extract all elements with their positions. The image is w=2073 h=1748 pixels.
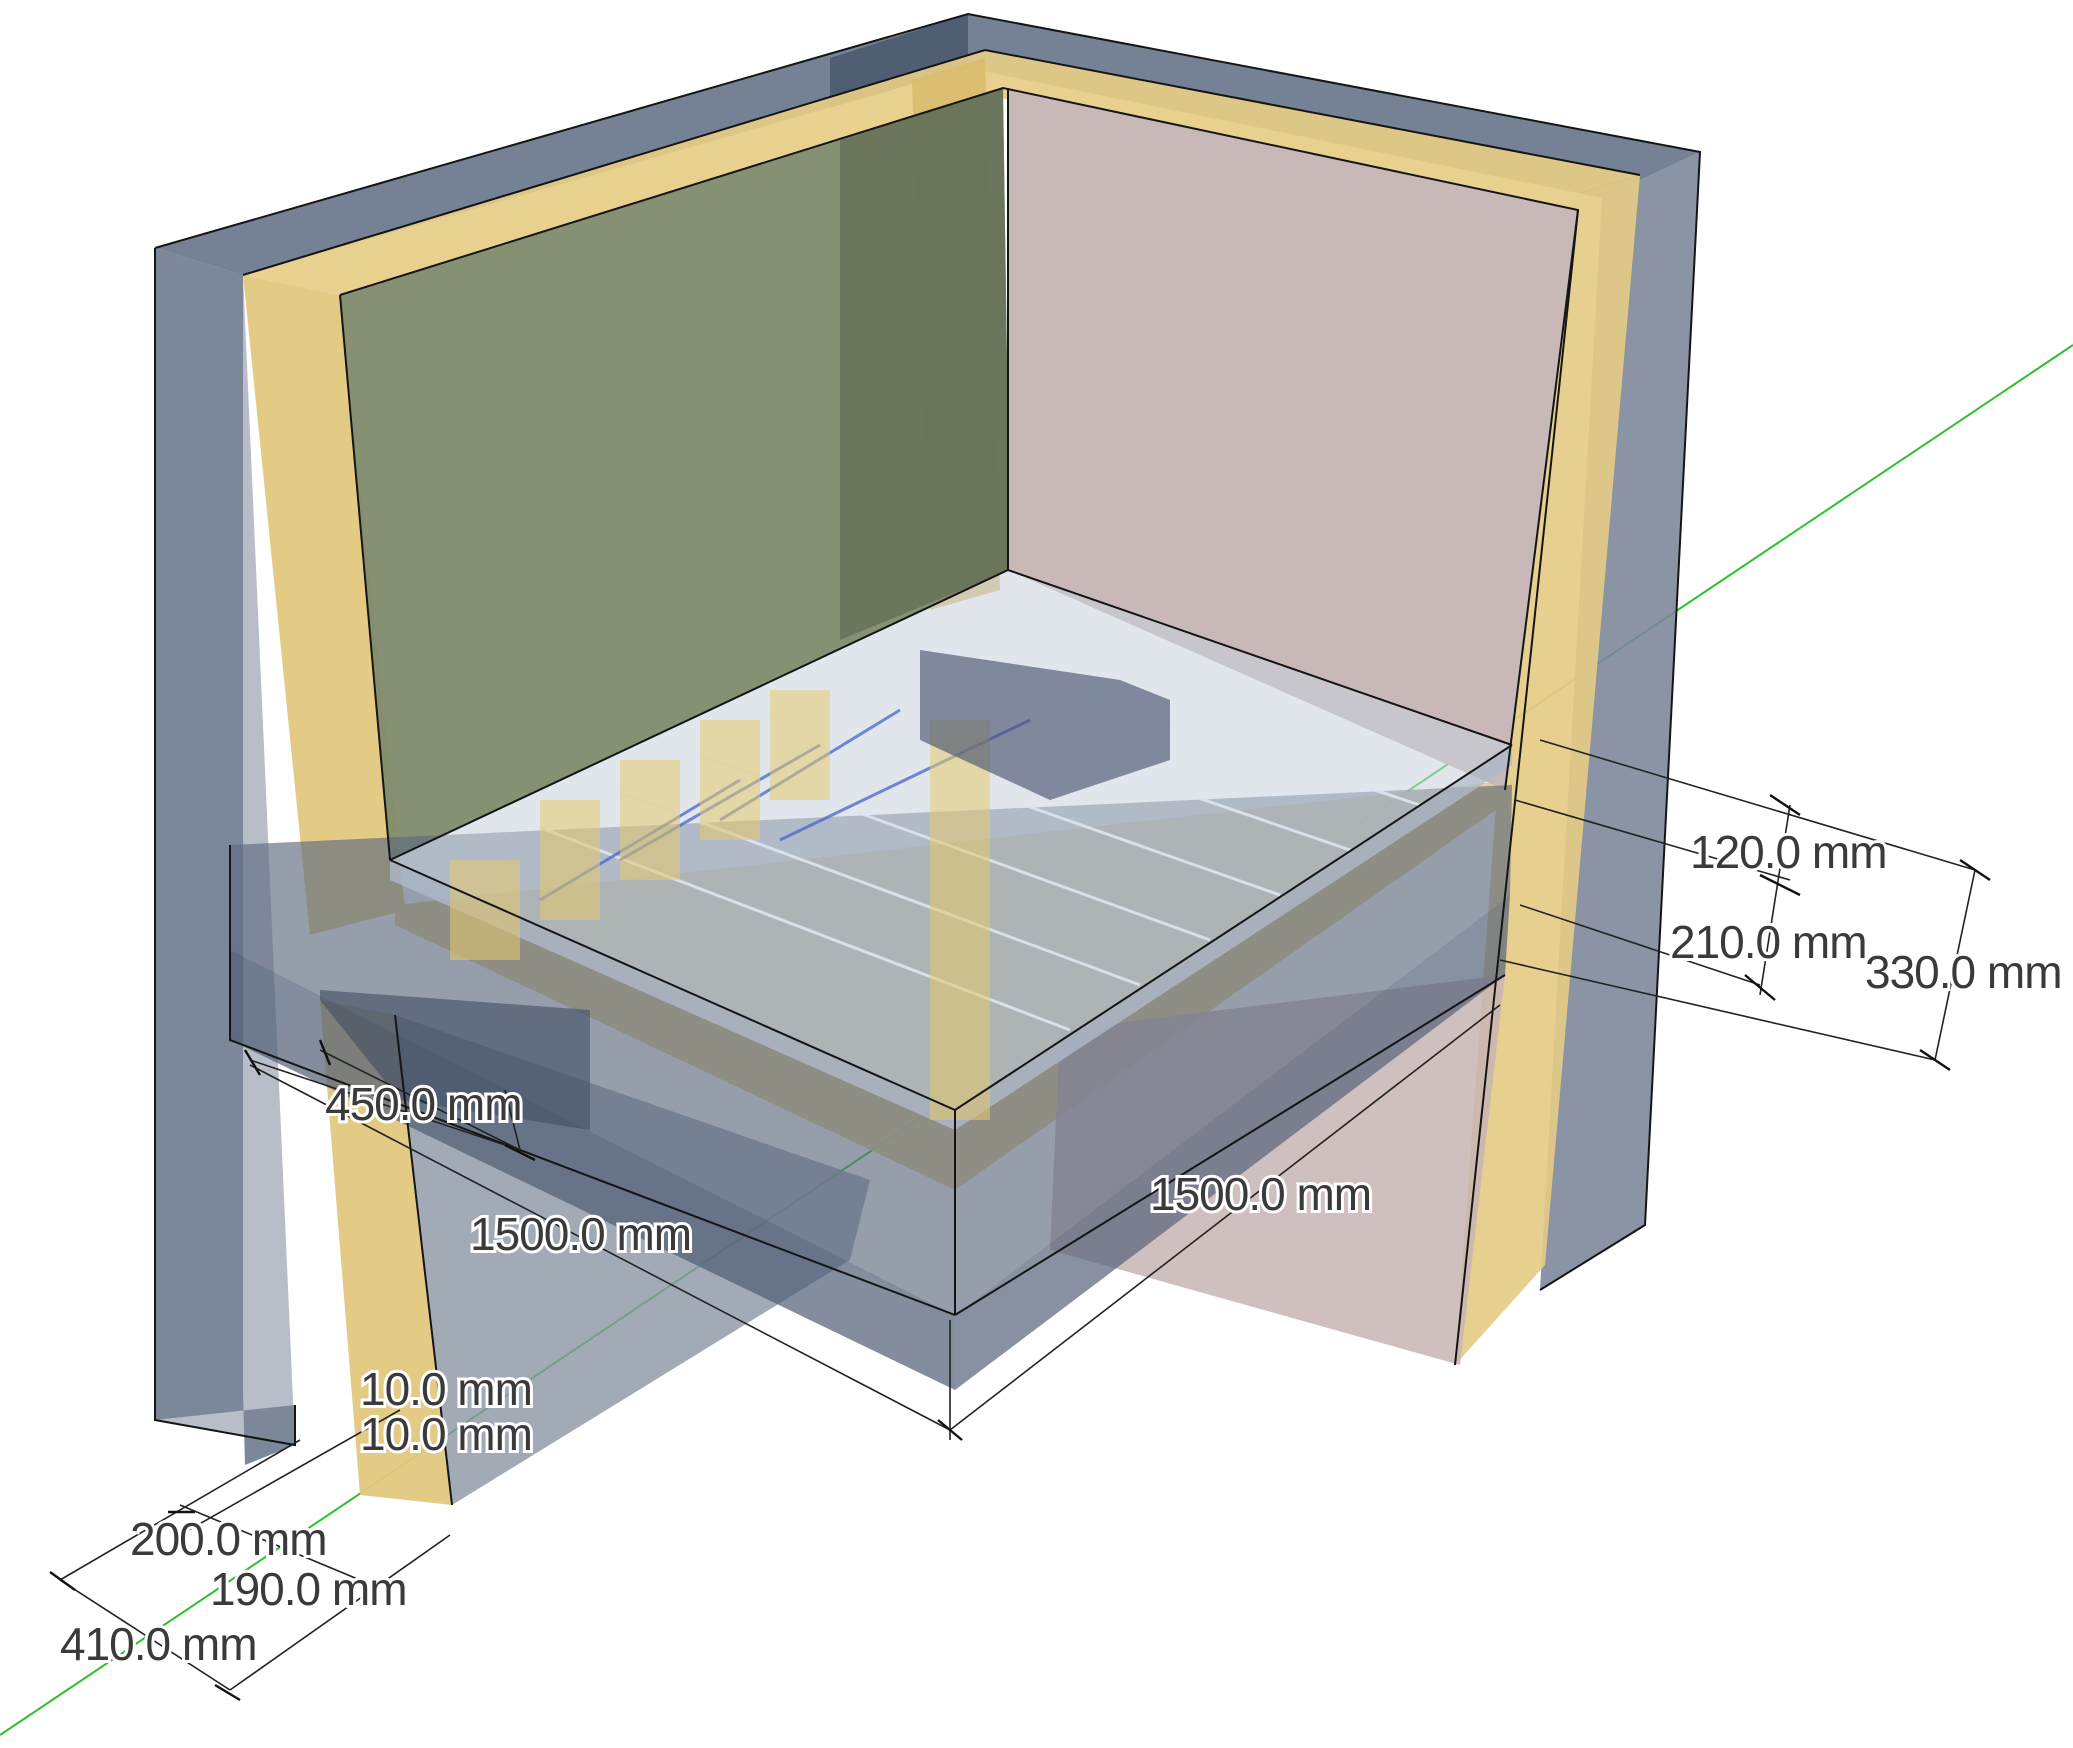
- dim-210: 210.0 mm: [1670, 916, 1867, 968]
- dimension-ticks: [49, 794, 1991, 1702]
- dim-190: 190.0 mm: [210, 1563, 407, 1615]
- floor-slab: [390, 570, 1512, 1130]
- inner-panels: [340, 88, 1578, 1505]
- dim-1500-left: 1500.0 mm: [470, 1208, 691, 1260]
- dim-450: 450.0 mm: [325, 1078, 522, 1130]
- outline-edges: [154, 12, 1702, 1506]
- dim-410: 410.0 mm: [60, 1618, 257, 1670]
- dim-200: 200.0 mm: [130, 1513, 327, 1565]
- dim-120: 120.0 mm: [1690, 826, 1887, 878]
- dim-1500-right: 1500.0 mm: [1150, 1168, 1371, 1220]
- dim-10-bottom: 10.0 mm: [360, 1408, 532, 1460]
- dimension-lines: [59, 739, 1976, 1691]
- dim-10-top: 10.0 mm: [360, 1363, 532, 1415]
- dim-330: 330.0 mm: [1865, 946, 2062, 998]
